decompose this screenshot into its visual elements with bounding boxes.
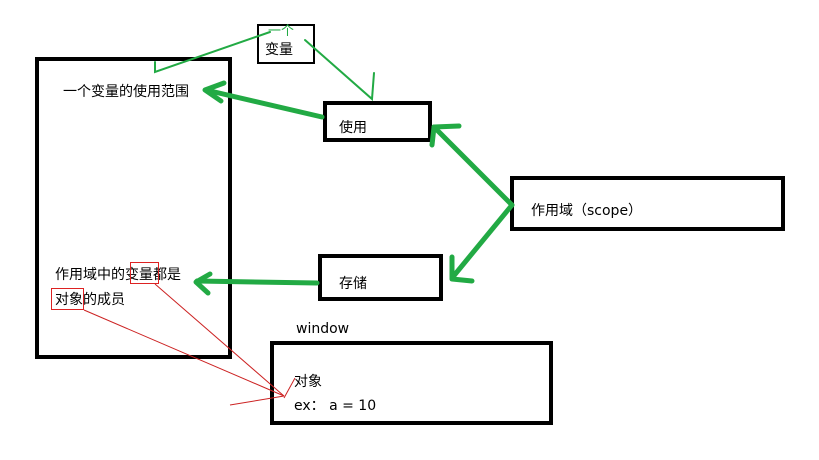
example-assignment-text: ex： a = 10 [294, 398, 377, 414]
use-box [323, 101, 432, 142]
variable-text: 变量 [265, 42, 293, 58]
red-line-object [83, 309, 285, 397]
variable-highlight-box [130, 262, 159, 284]
note-left-line [154, 31, 271, 74]
scope-variables-text: 作用域中的变量都是 [55, 267, 181, 283]
red-line-variable [154, 283, 285, 397]
scope-description-panel [35, 57, 232, 359]
store-arrow-line [194, 278, 320, 286]
scope-to-store-arrowhead [449, 254, 475, 284]
scope-to-use-line [431, 124, 515, 208]
red-tick [283, 377, 296, 399]
scope-label: 作用域（scope） [531, 203, 643, 219]
variable-note-box [257, 24, 315, 64]
note-right-line [304, 39, 375, 102]
scope-to-use-arrowhead [429, 123, 462, 148]
use-label: 使用 [339, 120, 367, 136]
window-title: window [296, 321, 350, 337]
object-text: 对象 [294, 374, 322, 390]
object-members-text: 对象的成员 [55, 292, 125, 308]
store-box [318, 254, 443, 301]
use-arrowhead [202, 80, 227, 104]
one-text: 一个 [268, 24, 295, 39]
variable-usage-range-text: 一个变量的使用范围 [63, 84, 189, 100]
store-arrowhead [193, 271, 213, 296]
red-line-bottom [229, 395, 285, 406]
window-object-box [270, 341, 553, 425]
use-arrow-line [203, 87, 325, 120]
store-label: 存储 [339, 276, 367, 292]
scope-to-store-line [449, 202, 515, 281]
object-highlight-box [51, 288, 84, 310]
